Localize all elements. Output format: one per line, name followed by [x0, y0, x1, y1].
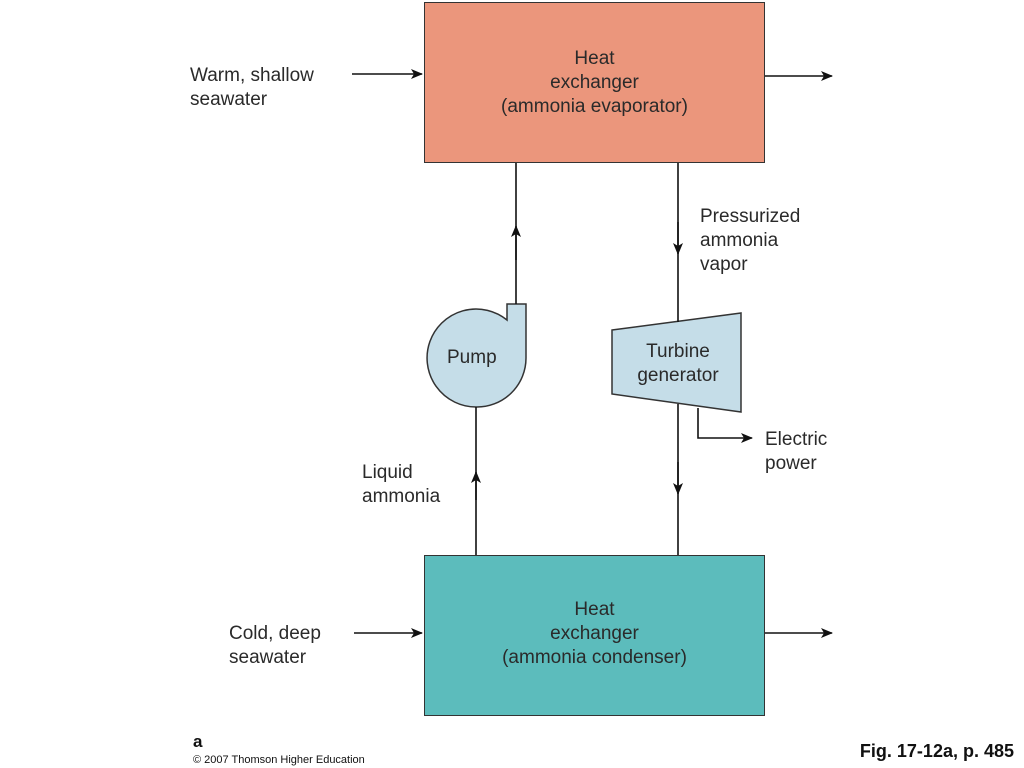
- power-line-2: power: [765, 453, 817, 474]
- vapor-label: Pressurized ammonia vapor: [700, 205, 800, 277]
- turbine-body: [611, 312, 742, 413]
- warm-seawater-line-2: seawater: [190, 89, 268, 110]
- liquid-line-2: ammonia: [362, 486, 441, 507]
- condenser-line-3: (ammonia condenser): [502, 647, 687, 668]
- pump-label: Pump: [447, 347, 497, 368]
- power-line-1: Electric: [765, 429, 828, 450]
- liquid-line-1: Liquid: [362, 462, 413, 483]
- condenser-line-1: Heat: [574, 599, 615, 620]
- evaporator-line-3: (ammonia evaporator): [501, 96, 688, 117]
- copyright-notice: © 2007 Thomson Higher Education: [193, 754, 365, 766]
- pump-body: [426, 303, 527, 408]
- vapor-line-2: ammonia: [700, 230, 779, 251]
- turbine-label: Turbine generator: [618, 340, 738, 388]
- vapor-line-3: vapor: [700, 254, 748, 275]
- cold-seawater-line-1: Cold, deep: [229, 623, 321, 644]
- electric-power-label: Electric power: [765, 428, 827, 476]
- electric-power-arrow: [697, 408, 753, 443]
- evaporator-line-2: exchanger: [550, 72, 639, 93]
- panel-letter: a: [193, 732, 203, 751]
- condenser-box: Heat exchanger (ammonia condenser): [424, 555, 765, 716]
- evaporator-line-1: Heat: [574, 48, 615, 69]
- liquid-ammonia-label: Liquid ammonia: [362, 461, 440, 509]
- turbine-line-1: Turbine: [646, 341, 710, 362]
- cold-seawater-label: Cold, deep seawater: [229, 622, 321, 670]
- condenser-line-2: exchanger: [550, 623, 639, 644]
- cold-seawater-line-2: seawater: [229, 647, 307, 668]
- turbine-line-2: generator: [637, 365, 719, 386]
- figure-reference: Fig. 17-12a, p. 485: [859, 741, 1014, 761]
- warm-seawater-label: Warm, shallow seawater: [190, 64, 314, 112]
- vapor-line-1: Pressurized: [700, 206, 801, 227]
- evaporator-box: Heat exchanger (ammonia evaporator): [424, 2, 765, 163]
- warm-seawater-line-1: Warm, shallow: [190, 65, 314, 86]
